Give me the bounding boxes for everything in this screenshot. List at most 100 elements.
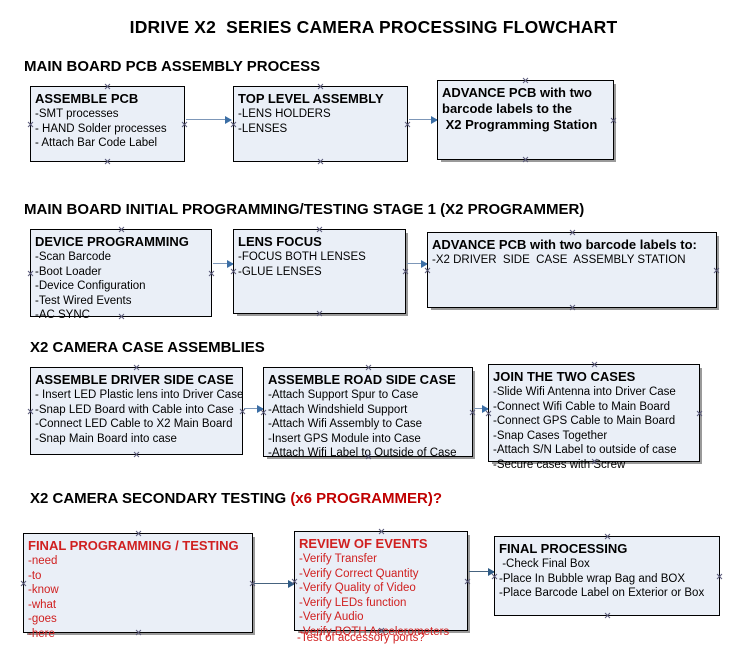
connection-handle-top[interactable] <box>317 83 324 90</box>
connection-handle-bottom[interactable] <box>133 451 140 458</box>
connection-handle-left[interactable] <box>230 268 237 275</box>
connection-handle-top[interactable] <box>135 530 142 537</box>
connection-handle-top[interactable] <box>133 364 140 371</box>
connector-review-of-events-to-final-processing <box>469 567 495 576</box>
page-title: IDRIVE X2 SERIES CAMERA PROCESSING FLOWC… <box>129 17 618 37</box>
box-review-of-events[interactable]: REVIEW OF EVENTS -Verify Transfer -Verif… <box>291 528 468 638</box>
box-line: -Connect Wifi Cable to Main Board <box>493 400 671 413</box>
connector-line <box>407 263 427 264</box>
connection-handle-bottom[interactable] <box>604 612 611 619</box>
connector-assemble-pcb-to-top-level-assembly <box>186 115 232 124</box>
box-title: ADVANCE PCB with two <box>442 85 592 100</box>
connection-handle-bottom[interactable] <box>104 158 111 165</box>
box-device-programming[interactable]: DEVICE PROGRAMMING -Scan Barcode -Boot L… <box>27 226 212 321</box>
box-advance-pcb-programming-station[interactable]: ADVANCE PCB with two barcode labels to t… <box>437 80 614 160</box>
box-line-overflow-test-accessory-ports: -Test of accessory ports? <box>297 632 425 644</box>
box-final-processing[interactable]: FINAL PROCESSING -Check Final Box -Place… <box>494 536 720 616</box>
box-lens-focus[interactable]: LENS FOCUS -FOCUS BOTH LENSES -GLUE LENS… <box>233 229 406 314</box>
box-line: -Place In Bubble wrap Bag and BOX <box>499 572 686 585</box>
connector-road-side-case-to-join-cases <box>474 404 489 413</box>
section-header-x2-camera-secondary-testing: X2 CAMERA SECONDARY TESTING (x6 PROGRAMM… <box>30 490 442 507</box>
connection-handle-bottom[interactable] <box>316 310 323 317</box>
box-line: -Snap Cases Together <box>493 429 608 442</box>
connection-handle-top[interactable] <box>591 361 598 368</box>
connection-handle-top[interactable] <box>365 364 372 371</box>
box-line: -here <box>28 627 55 640</box>
box-line: -LENSES <box>238 122 288 135</box>
connector-driver-side-case-to-road-side-case <box>244 404 264 413</box>
box-title: ASSEMBLE ROAD SIDE CASE <box>268 372 456 387</box>
connection-handle-left[interactable] <box>485 410 492 417</box>
box-line: -Verify Correct Quantity <box>299 567 419 580</box>
connection-handle-left[interactable] <box>27 408 34 415</box>
box-title-line2: barcode labels to the <box>442 101 573 116</box>
connection-handle-left[interactable] <box>20 580 27 587</box>
box-line: -Verify LEDs function <box>299 596 407 609</box>
box-line: -Test Wired Events <box>35 294 132 307</box>
box-line: -LENS HOLDERS <box>238 108 331 120</box>
box-line: -Verify Quality of Video <box>299 582 416 594</box>
box-final-programming-testing[interactable]: FINAL PROGRAMMING / TESTING -need -to -k… <box>20 530 253 640</box>
box-title: ASSEMBLE PCB <box>35 91 139 106</box>
connection-handle-left[interactable] <box>260 409 267 416</box>
box-line: -X2 DRIVER SIDE CASE ASSEMBLY STATION <box>432 254 686 266</box>
box-line: -Attach Wifi Assembly to Case <box>268 418 423 430</box>
box-title-line3: X2 Programming Station <box>442 117 598 132</box>
box-title: FINAL PROGRAMMING / TESTING <box>28 538 239 553</box>
box-advance-pcb-driver-side-case[interactable]: ADVANCE PCB with two barcode labels to: … <box>427 232 717 308</box>
connection-handle-top[interactable] <box>104 83 111 90</box>
box-line: - HAND Solder processes <box>35 122 167 135</box>
box-line: -Insert GPS Module into Case <box>268 432 421 445</box>
box-assemble-pcb[interactable]: ASSEMBLE PCB -SMT processes - HAND Solde… <box>30 86 185 162</box>
connection-handle-left[interactable] <box>230 121 237 128</box>
connector-line <box>474 408 488 409</box>
connection-handle-left[interactable] <box>424 267 431 274</box>
box-top-level-assembly[interactable]: TOP LEVEL ASSEMBLY -LENS HOLDERS -LENSES <box>233 86 408 162</box>
connection-handle-top[interactable] <box>604 533 611 540</box>
connection-handle-top[interactable] <box>378 528 385 535</box>
box-line: -Verify Transfer <box>299 553 377 565</box>
connector-line <box>213 263 233 264</box>
box-line: -AC SYNC <box>35 309 90 321</box>
box-line: -Verify Audio <box>299 611 364 623</box>
box-line: -to <box>28 569 42 582</box>
connection-handle-top[interactable] <box>316 226 323 233</box>
box-line: -Boot Loader <box>35 265 102 278</box>
box-line: -goes <box>28 613 57 625</box>
connection-handle-bottom[interactable] <box>317 158 324 165</box>
section-header-accent: (x6 PROGRAMMER)? <box>290 490 442 507</box>
connection-handle-bottom[interactable] <box>569 304 576 311</box>
connection-handle-left[interactable] <box>491 573 498 580</box>
box-line: -Attach S/N Label to outside of case <box>493 444 677 456</box>
box-line: -SMT processes <box>35 108 119 120</box>
connection-handle-left[interactable] <box>27 121 34 128</box>
box-line: -Attach Windshield Support <box>268 403 408 416</box>
box-line: -Connect LED Cable to X2 Main Board <box>35 418 233 430</box>
section-header-main-board-initial-programming: MAIN BOARD INITIAL PROGRAMMING/TESTING S… <box>24 201 585 218</box>
connection-handle-left[interactable] <box>291 578 298 585</box>
box-line: -Secure cases with Screw <box>493 458 626 471</box>
box-join-the-two-cases[interactable]: JOIN THE TWO CASES -Slide Wifi Antenna i… <box>485 361 700 471</box>
connector-line <box>186 119 231 120</box>
box-title: ADVANCE PCB with two barcode labels to: <box>432 237 697 252</box>
box-assemble-driver-side-case[interactable]: ASSEMBLE DRIVER SIDE CASE - Insert LED P… <box>30 367 243 455</box>
box-line: - Attach Bar Code Label <box>35 137 158 149</box>
box-line: -FOCUS BOTH LENSES <box>238 251 366 263</box>
box-line: -Attach Wifi Label to Outside of Case <box>268 447 457 459</box>
connection-handle-left[interactable] <box>27 270 34 277</box>
connection-handle-top[interactable] <box>522 77 529 84</box>
box-assemble-road-side-case[interactable]: ASSEMBLE ROAD SIDE CASE -Attach Support … <box>260 364 473 459</box>
box-line: - Insert LED Plastic lens into Driver Ca… <box>35 389 244 401</box>
box-title: FINAL PROCESSING <box>499 541 628 556</box>
box-line: -Slide Wifi Antenna into Driver Case <box>493 386 676 398</box>
box-title: TOP LEVEL ASSEMBLY <box>238 91 384 106</box>
connection-handle-top[interactable] <box>118 226 125 233</box>
box-line: -Device Configuration <box>35 280 146 292</box>
box-line: -Check Final Box <box>499 558 590 570</box>
connection-handle-right[interactable] <box>713 267 720 274</box>
connection-handle-top[interactable] <box>569 229 576 236</box>
box-line: -need <box>28 555 58 567</box>
connector-final-programming-to-review-of-events <box>254 579 295 588</box>
connection-handle-bottom[interactable] <box>522 156 529 163</box>
